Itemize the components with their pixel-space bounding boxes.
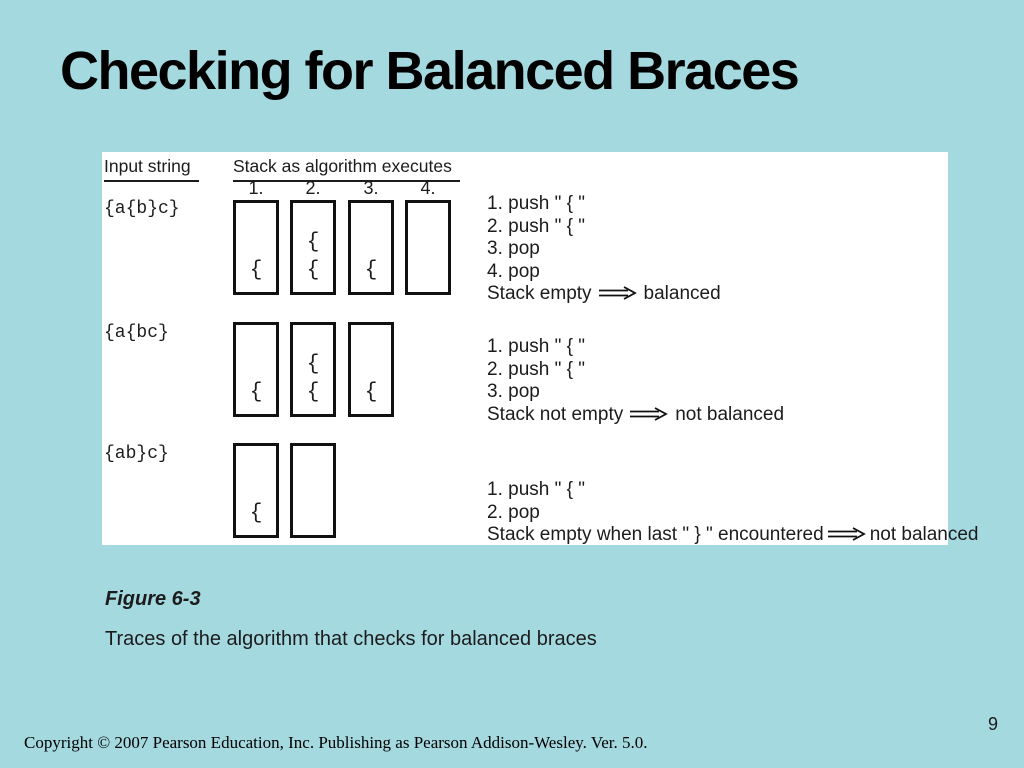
stack-brace: { xyxy=(249,381,263,404)
result-verdict: not balanced xyxy=(675,403,785,425)
stack-box: { xyxy=(348,322,394,417)
trace-step: 1. push " { " xyxy=(487,336,585,357)
stack-brace: { xyxy=(306,259,320,282)
stack-brace: { xyxy=(306,231,320,254)
input-string-row2: {a{bc} xyxy=(104,323,169,343)
stack-box: { xyxy=(348,200,394,295)
stack-box: { xyxy=(233,443,279,538)
result-condition: Stack empty when last " } " encountered xyxy=(487,524,824,546)
trace-steps-row2: 1. push " { " 2. push " { " 3. pop Stack… xyxy=(487,336,784,426)
stack-brace: { xyxy=(306,381,320,404)
trace-result: Stack empty when last " } " encountered n… xyxy=(487,524,979,547)
stack-brace: { xyxy=(306,353,320,376)
result-verdict: not balanced xyxy=(869,524,979,546)
trace-steps-row3: 1. push " { " 2. pop Stack empty when la… xyxy=(487,479,979,547)
double-arrow-right-icon xyxy=(598,286,637,301)
stack-executes-header: Stack as algorithm executes xyxy=(233,156,460,182)
trace-steps-row1: 1. push " { " 2. push " { " 3. pop 4. po… xyxy=(487,193,721,306)
trace-result: Stack empty balanced xyxy=(487,283,721,306)
double-arrow-right-icon xyxy=(630,406,669,421)
input-string-row1: {a{b}c} xyxy=(104,199,180,219)
trace-step: 2. pop xyxy=(487,501,540,523)
input-string-row3: {ab}c} xyxy=(104,444,169,464)
result-condition: Stack empty xyxy=(487,283,592,305)
input-string-header: Input string xyxy=(104,156,199,182)
trace-step: 1. push " { " xyxy=(487,479,585,500)
result-verdict: balanced xyxy=(643,283,721,305)
column-number-4: 4. xyxy=(420,178,436,198)
column-number-2: 2. xyxy=(305,178,321,198)
slide-title: Checking for Balanced Braces xyxy=(60,41,800,101)
trace-step: 3. pop xyxy=(487,381,540,403)
trace-step: 3. pop xyxy=(487,238,540,260)
stack-brace: { xyxy=(364,381,378,404)
stack-brace: { xyxy=(249,502,263,525)
figure-6-3-diagram: Input string Stack as algorithm executes… xyxy=(102,152,979,545)
trace-step: 2. push " { " xyxy=(487,358,585,380)
stack-brace: { xyxy=(249,259,263,282)
trace-result: Stack not empty not balanced xyxy=(487,404,784,427)
stack-box: { { xyxy=(290,322,336,417)
slide-page-number: 9 xyxy=(987,714,998,734)
trace-step: 4. pop xyxy=(487,260,540,282)
trace-step: 2. push " { " xyxy=(487,215,585,237)
double-arrow-right-icon xyxy=(827,527,866,541)
figure-caption-number: Figure 6-3 xyxy=(105,588,201,610)
stack-brace: { xyxy=(364,259,378,282)
stack-box-empty xyxy=(405,200,451,295)
stack-box: { xyxy=(233,200,279,295)
figure-caption-text: Traces of the algorithm that checks for … xyxy=(105,628,597,650)
column-number-1: 1. xyxy=(248,178,264,198)
copyright-notice: Copyright © 2007 Pearson Education, Inc.… xyxy=(24,733,648,752)
trace-step: 1. push " { " xyxy=(487,193,585,214)
stack-box: { { xyxy=(290,200,336,295)
result-condition: Stack not empty xyxy=(487,403,624,425)
stack-box: { xyxy=(233,322,279,417)
column-number-3: 3. xyxy=(363,178,379,198)
stack-box-empty xyxy=(290,443,336,538)
